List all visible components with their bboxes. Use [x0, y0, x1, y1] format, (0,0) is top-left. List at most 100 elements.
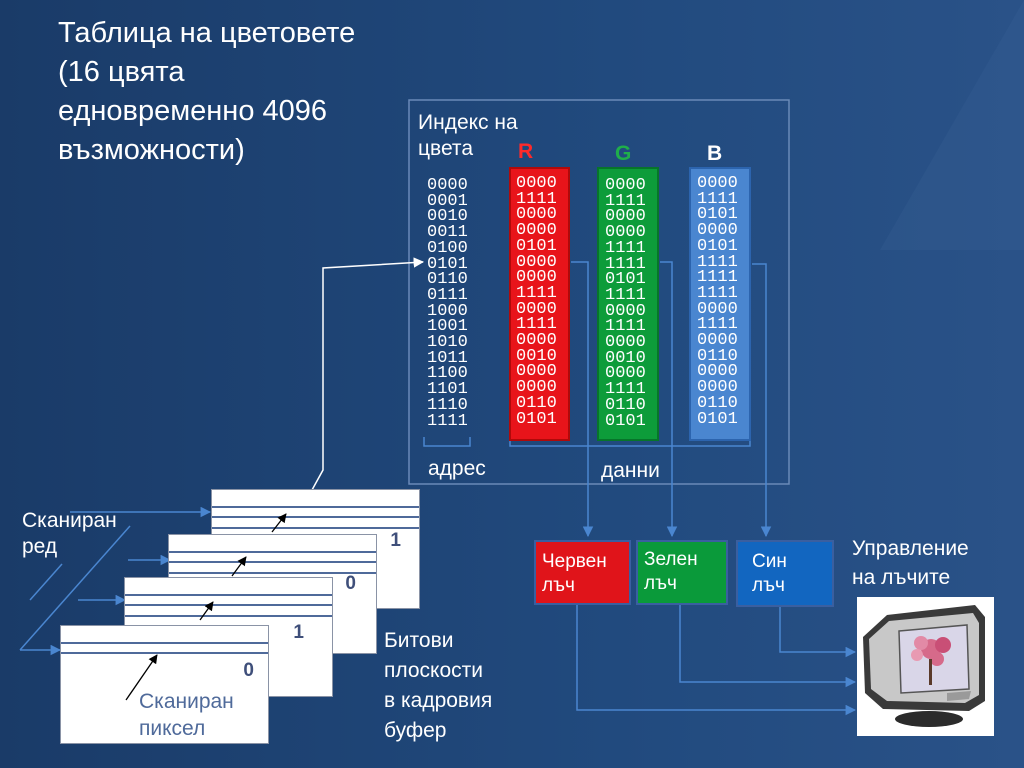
r-value-13: 0000 [516, 378, 557, 398]
g-value-8: 0000 [605, 301, 646, 321]
bit-plane-0: 0 Сканиран пиксел [60, 625, 269, 744]
scan-line-label: Сканиран ред [22, 509, 117, 558]
b-value-4: 0101 [697, 236, 738, 256]
r-value-7: 1111 [516, 283, 557, 303]
g-value-9: 1111 [605, 317, 646, 337]
b-value-11: 0110 [697, 346, 738, 366]
r-value-9: 1111 [516, 315, 557, 335]
monitor-icon [857, 597, 994, 736]
b-value-6: 1111 [697, 268, 738, 288]
g-value-12: 0000 [605, 364, 646, 384]
r-value-5: 0000 [516, 252, 557, 272]
index-value-14: 1110 [427, 395, 468, 415]
g-value-11: 0010 [605, 348, 646, 368]
data-bracket [509, 437, 751, 447]
g-value-15: 0101 [605, 411, 646, 431]
index-value-12: 1100 [427, 364, 468, 384]
address-label: адрес [428, 457, 486, 480]
g-value-3: 0000 [605, 223, 646, 243]
index-value-3: 0011 [427, 223, 468, 243]
g-to-green-beam [660, 261, 678, 538]
red-beam-box: Червен лъч [534, 540, 631, 605]
green-beam-box: Зелен лъч [636, 540, 728, 605]
b-value-1: 1111 [697, 189, 738, 209]
beam-control-label: Управление на лъчите [852, 537, 969, 589]
index-value-9: 1001 [427, 317, 468, 337]
b-value-12: 0000 [697, 362, 738, 382]
g-value-4: 1111 [605, 238, 646, 258]
index-value-5: 0101 [427, 254, 468, 274]
r-value-3: 0000 [516, 221, 557, 241]
r-value-8: 0000 [516, 299, 557, 319]
index-value-11: 1011 [427, 348, 468, 368]
bit-plane-1-number: 1 [293, 622, 304, 643]
b-value-13: 0000 [697, 378, 738, 398]
r-column [509, 167, 570, 441]
index-value-10: 1010 [427, 333, 468, 353]
g-column [597, 167, 659, 441]
data-label: данни [601, 459, 660, 482]
b-to-blue-beam [752, 263, 772, 538]
r-value-11: 0010 [516, 346, 557, 366]
g-header: G [615, 142, 632, 165]
index-value-4: 0100 [427, 238, 468, 258]
r-value-1: 1111 [516, 189, 557, 209]
address-bracket [423, 437, 471, 447]
r-value-15: 0101 [516, 409, 557, 429]
b-value-0: 0000 [697, 174, 738, 193]
g-value-13: 1111 [605, 380, 646, 400]
b-column [689, 167, 751, 441]
g-value-14: 0110 [605, 395, 646, 415]
index-value-13: 1101 [427, 380, 468, 400]
r-value-0: 0000 [516, 174, 557, 193]
blue-beam-box: Син лъч [736, 540, 834, 607]
bit-plane-3-number: 1 [390, 530, 401, 551]
bit-plane-0-number: 0 [243, 660, 254, 681]
blue-beam-to-monitor [779, 606, 857, 658]
red-beam-to-monitor [576, 604, 857, 716]
index-value-0: 0000 [427, 176, 468, 195]
g-value-1: 1111 [605, 191, 646, 211]
index-value-7: 0111 [427, 285, 468, 305]
r-to-red-beam [571, 261, 594, 538]
scan-pixel-label: Сканиран пиксел [139, 690, 234, 740]
r-value-10: 0000 [516, 331, 557, 351]
r-value-6: 0000 [516, 268, 557, 288]
b-value-2: 0101 [697, 205, 738, 225]
index-label: Индекс на цвета [418, 111, 518, 160]
lookup-table-frame [408, 99, 790, 485]
b-value-10: 0000 [697, 331, 738, 351]
r-header: R [518, 140, 534, 163]
b-value-5: 1111 [697, 252, 738, 272]
r-value-2: 0000 [516, 205, 557, 225]
g-value-5: 1111 [605, 254, 646, 274]
index-value-2: 0010 [427, 207, 468, 227]
b-value-14: 0110 [697, 393, 738, 413]
b-value-8: 0000 [697, 299, 738, 319]
bit-planes-label: Битови плоскости в кадровия буфер [384, 629, 493, 742]
index-value-1: 0001 [427, 191, 468, 211]
index-arrow [311, 257, 425, 491]
index-value-15: 1111 [427, 411, 468, 431]
green-beam-to-monitor [679, 604, 857, 688]
b-header: B [707, 142, 723, 165]
g-value-2: 0000 [605, 207, 646, 227]
r-value-12: 0000 [516, 362, 557, 382]
r-value-4: 0101 [516, 236, 557, 256]
index-value-6: 0110 [427, 270, 468, 290]
index-value-8: 1000 [427, 301, 468, 321]
b-value-7: 1111 [697, 283, 738, 303]
b-value-3: 0000 [697, 221, 738, 241]
slide-title: Таблица на цветовете (16 цвята едновреме… [58, 17, 356, 166]
g-value-6: 0101 [605, 270, 646, 290]
g-value-10: 0000 [605, 333, 646, 353]
g-value-7: 1111 [605, 285, 646, 305]
bit-plane-2-number: 0 [345, 573, 356, 594]
r-value-14: 0110 [516, 393, 557, 413]
b-value-15: 0101 [697, 409, 738, 429]
